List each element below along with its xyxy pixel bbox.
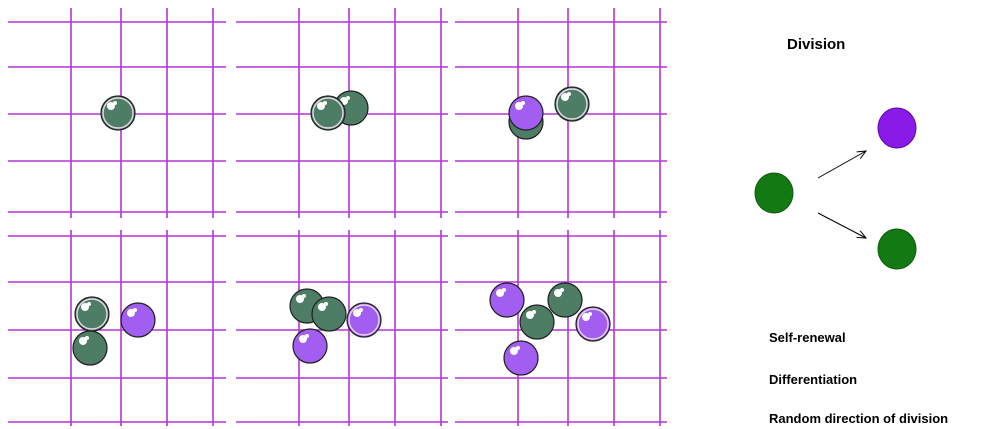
differentiated-cell	[347, 303, 381, 337]
division-legend	[740, 95, 940, 285]
stem-cell	[312, 297, 346, 331]
stem-cell	[520, 305, 554, 339]
differentiation-label: Differentiation	[769, 372, 857, 387]
differentiated-cell	[121, 303, 155, 337]
grid-panel-6	[455, 230, 667, 426]
grid-panel-2	[236, 8, 448, 218]
differentiated-cell	[576, 307, 610, 341]
differentiated-cell	[293, 329, 327, 363]
stem-cell	[311, 96, 345, 130]
self-renewal-label: Self-renewal	[769, 330, 846, 345]
stem-cell	[73, 331, 107, 365]
division-grids	[0, 0, 700, 429]
stem-cell	[101, 96, 135, 130]
division-arrow-up	[818, 151, 866, 178]
stem-cell	[75, 297, 109, 331]
parent-stem-cell	[755, 173, 793, 213]
diagram-title: Division	[787, 36, 845, 53]
division-arrow-down	[818, 213, 866, 238]
stem-cell	[548, 283, 582, 317]
differentiated-daughter-cell	[878, 108, 916, 148]
differentiated-cell	[504, 341, 538, 375]
grid-panel-5	[236, 230, 448, 426]
differentiated-cell	[490, 283, 524, 317]
random-direction-label: Random direction of division	[769, 411, 948, 426]
stem-daughter-cell	[878, 229, 916, 269]
grid-panel-4	[8, 230, 226, 426]
differentiated-cell	[509, 96, 543, 130]
grid-panel-3	[455, 8, 667, 218]
stem-cell	[555, 87, 589, 121]
grid-panel-1	[8, 8, 226, 218]
